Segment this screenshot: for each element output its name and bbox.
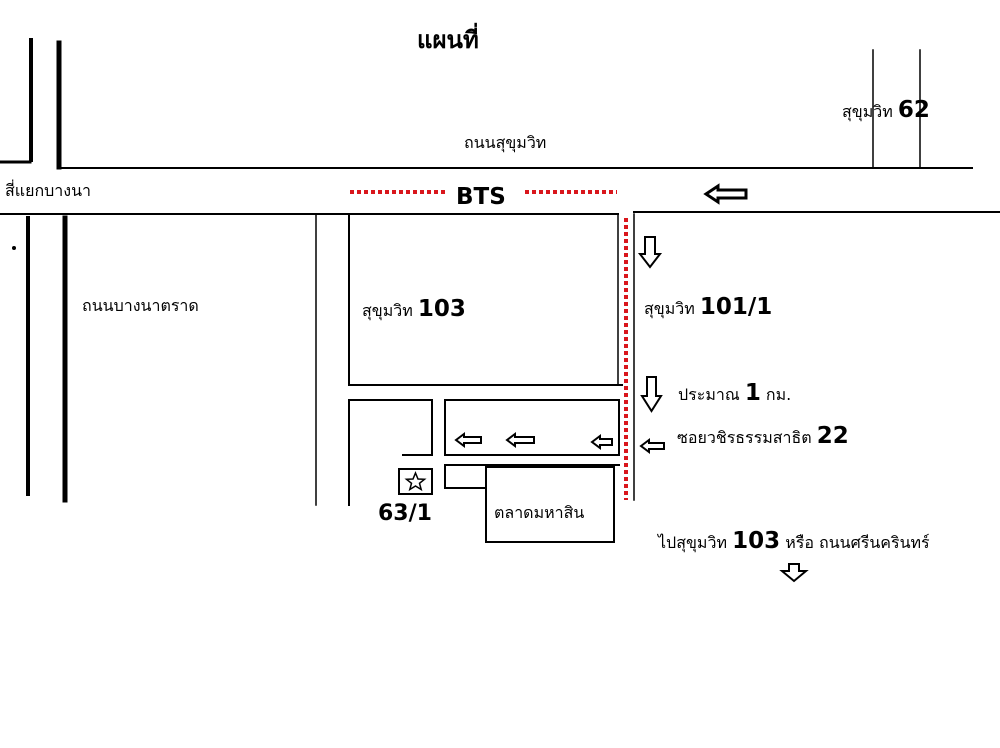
- soi-number: 103: [417, 296, 466, 322]
- arrow-left-icon: [454, 432, 482, 448]
- arrow-left-icon: [590, 434, 613, 450]
- market-box: [485, 466, 615, 543]
- arrow-down-icon: [640, 376, 663, 413]
- bangna-intersection-label: สี่แยกบางนา: [5, 181, 92, 200]
- bts-label: BTS: [456, 184, 506, 210]
- onward-suffix: หรือ ถนนศรีนครินทร์: [785, 533, 930, 552]
- arrow-left-icon: [505, 432, 535, 448]
- map-dot: [12, 246, 16, 250]
- sukhumvit-62-label: สุขุมวิท 62: [842, 99, 930, 122]
- arrow-left-icon: [703, 183, 748, 205]
- soi-name: สุขุมวิท: [644, 299, 695, 318]
- onward-directions-label: ไปสุขุมวิท 103 หรือ ถนนศรีนครินทร์: [658, 530, 930, 553]
- onward-number: 103: [732, 528, 781, 554]
- soi-number: 22: [816, 423, 849, 449]
- soi-wachira-label: ซอยวชิรธรรมสาธิต 22: [677, 425, 849, 448]
- arrow-left-icon: [639, 438, 665, 454]
- distance-prefix: ประมาณ: [678, 385, 740, 404]
- distance-label: ประมาณ 1 กม.: [678, 382, 791, 405]
- soi-number: 101/1: [699, 294, 773, 320]
- bangna-trad-road-label: ถนนบางนาตราด: [82, 296, 199, 315]
- arrow-down-icon: [779, 563, 809, 583]
- distance-unit: กม.: [765, 385, 792, 404]
- road-line: [348, 399, 433, 506]
- star-icon: [404, 471, 427, 492]
- road-line: [444, 399, 620, 456]
- sukhumvit-road-label: ถนนสุขุมวิท: [464, 133, 547, 152]
- soi-name: สุขุมวิท: [362, 301, 413, 320]
- soi-name: ซอยวชิรธรรมสาธิต: [677, 428, 812, 447]
- sukhumvit-103-label: สุขุมวิท 103: [362, 298, 466, 321]
- direction-arrows: [454, 183, 809, 583]
- road-lines: [0, 38, 1000, 543]
- bts-line: [350, 190, 628, 500]
- soi-number: 62: [897, 97, 930, 123]
- soi-name: สุขุมวิท: [842, 102, 893, 121]
- market-label: ตลาดมหาสิน: [494, 503, 585, 522]
- distance-value: 1: [744, 380, 761, 406]
- map-title: แผนที่: [417, 26, 479, 54]
- destination-marker: [398, 468, 433, 495]
- sukhumvit-101-1-label: สุขุมวิท 101/1: [644, 296, 772, 319]
- arrow-down-icon: [637, 236, 663, 269]
- house-number-label: 63/1: [378, 501, 432, 526]
- onward-prefix: ไปสุขุมวิท: [658, 533, 727, 552]
